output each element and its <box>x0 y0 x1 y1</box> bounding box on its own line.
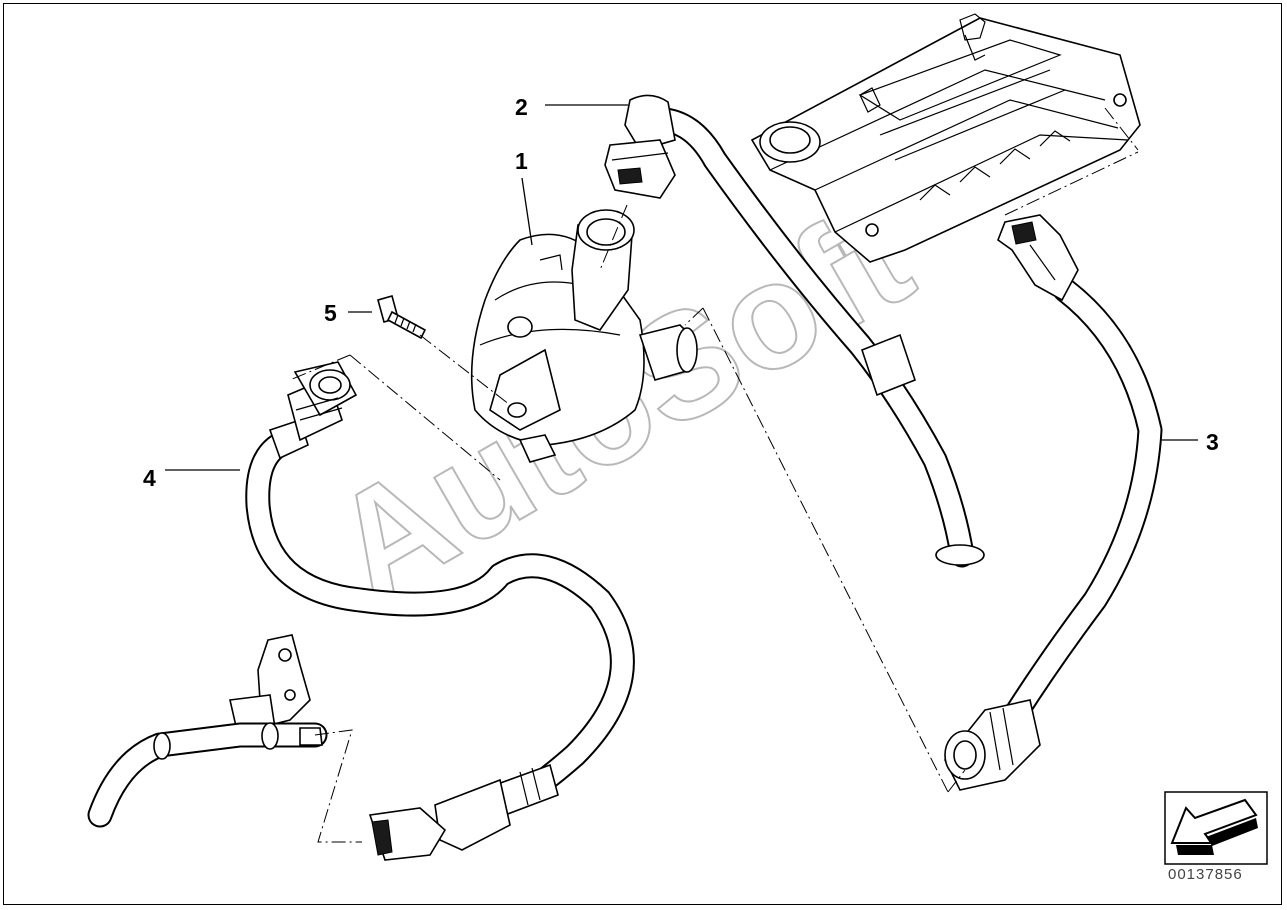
callout-5: 5 <box>324 300 337 326</box>
callout-2: 2 <box>515 94 528 120</box>
drawing-frame <box>3 3 1282 905</box>
lower-vent-hose <box>245 361 635 861</box>
leader-lines <box>165 104 1198 471</box>
assembly-lines <box>289 107 1139 843</box>
callout-4: 4 <box>143 465 156 491</box>
part-number: 00137856 <box>1168 866 1243 883</box>
upper-vent-hose <box>604 94 985 568</box>
valve-housing <box>470 209 698 463</box>
bracket-pipe <box>87 634 328 828</box>
valve-cover <box>750 13 1141 263</box>
callout-1: 1 <box>515 148 528 174</box>
right-vent-hose <box>944 214 1163 791</box>
callouts: 1 2 3 4 5 <box>143 94 1219 491</box>
callout-3: 3 <box>1206 429 1219 455</box>
screw <box>377 295 427 340</box>
front-direction-arrow-icon <box>1164 791 1268 865</box>
